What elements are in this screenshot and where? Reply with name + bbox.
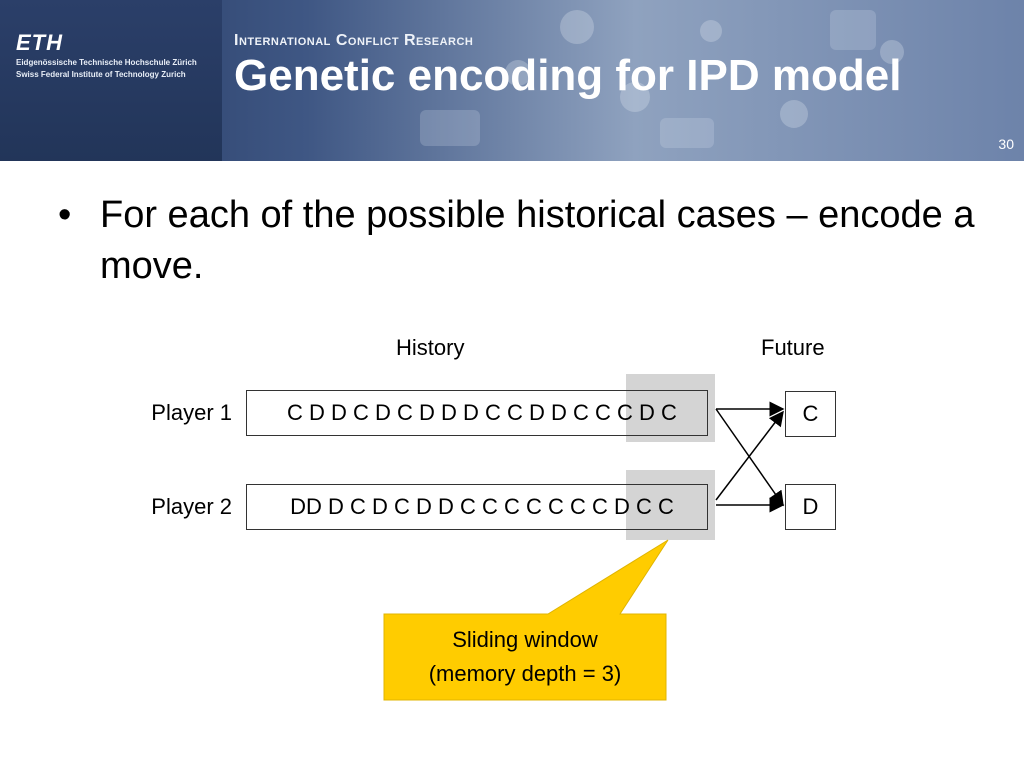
- research-group-name: International Conflict Research: [234, 32, 474, 49]
- player1-history-box: [246, 390, 708, 436]
- history-label: History: [396, 335, 465, 360]
- bullet-point: • For each of the possible historical ca…: [58, 190, 978, 292]
- arrow-p2-to-c: [715, 410, 784, 501]
- decorative-circle: [880, 40, 904, 64]
- callout-line-1: Sliding window: [452, 627, 598, 652]
- player2-future-move: D: [785, 484, 836, 530]
- decorative-circle: [700, 20, 722, 42]
- player1-future-move: C: [785, 391, 836, 437]
- header-banner: ETH Eidgenössische Technische Hochschule…: [0, 0, 1024, 161]
- bullet-text: For each of the possible historical case…: [100, 194, 975, 287]
- institution-name-en: Swiss Federal Institute of Technology Zu…: [16, 70, 186, 79]
- callout-line-2: (memory depth = 3): [428, 661, 622, 686]
- decorative-circle: [620, 82, 650, 112]
- eth-logo: ETH: [16, 30, 63, 55]
- decorative-circle: [505, 60, 531, 86]
- decorative-tile: [420, 110, 480, 146]
- decorative-tile: [660, 118, 714, 148]
- decorative-circle: [560, 10, 594, 44]
- decorative-circle: [780, 100, 808, 128]
- institution-name-de: Eidgenössische Technische Hochschule Zür…: [16, 58, 197, 67]
- logo-band: [0, 0, 222, 161]
- sliding-window-callout-text: Sliding window (memory depth = 3): [384, 614, 666, 700]
- player2-label: Player 2: [151, 494, 232, 519]
- slide-title: Genetic encoding for IPD model: [234, 51, 902, 100]
- player2-history-sequence: DD D C D C D D C C C C C C C D C C: [290, 494, 674, 519]
- player1-history-sequence: C D D C D C D D D C C D D C C C D C: [287, 400, 677, 425]
- decorative-tile: [830, 10, 876, 50]
- page-number: 30: [998, 136, 1014, 152]
- future-label: Future: [761, 335, 825, 360]
- sliding-window-highlight-2: [626, 470, 715, 540]
- bullet-dot-icon: •: [58, 194, 72, 236]
- sliding-window-callout: [383, 539, 669, 701]
- player2-history-box: [246, 484, 708, 530]
- sliding-window-highlight-1: [626, 374, 715, 442]
- player1-label: Player 1: [151, 400, 232, 425]
